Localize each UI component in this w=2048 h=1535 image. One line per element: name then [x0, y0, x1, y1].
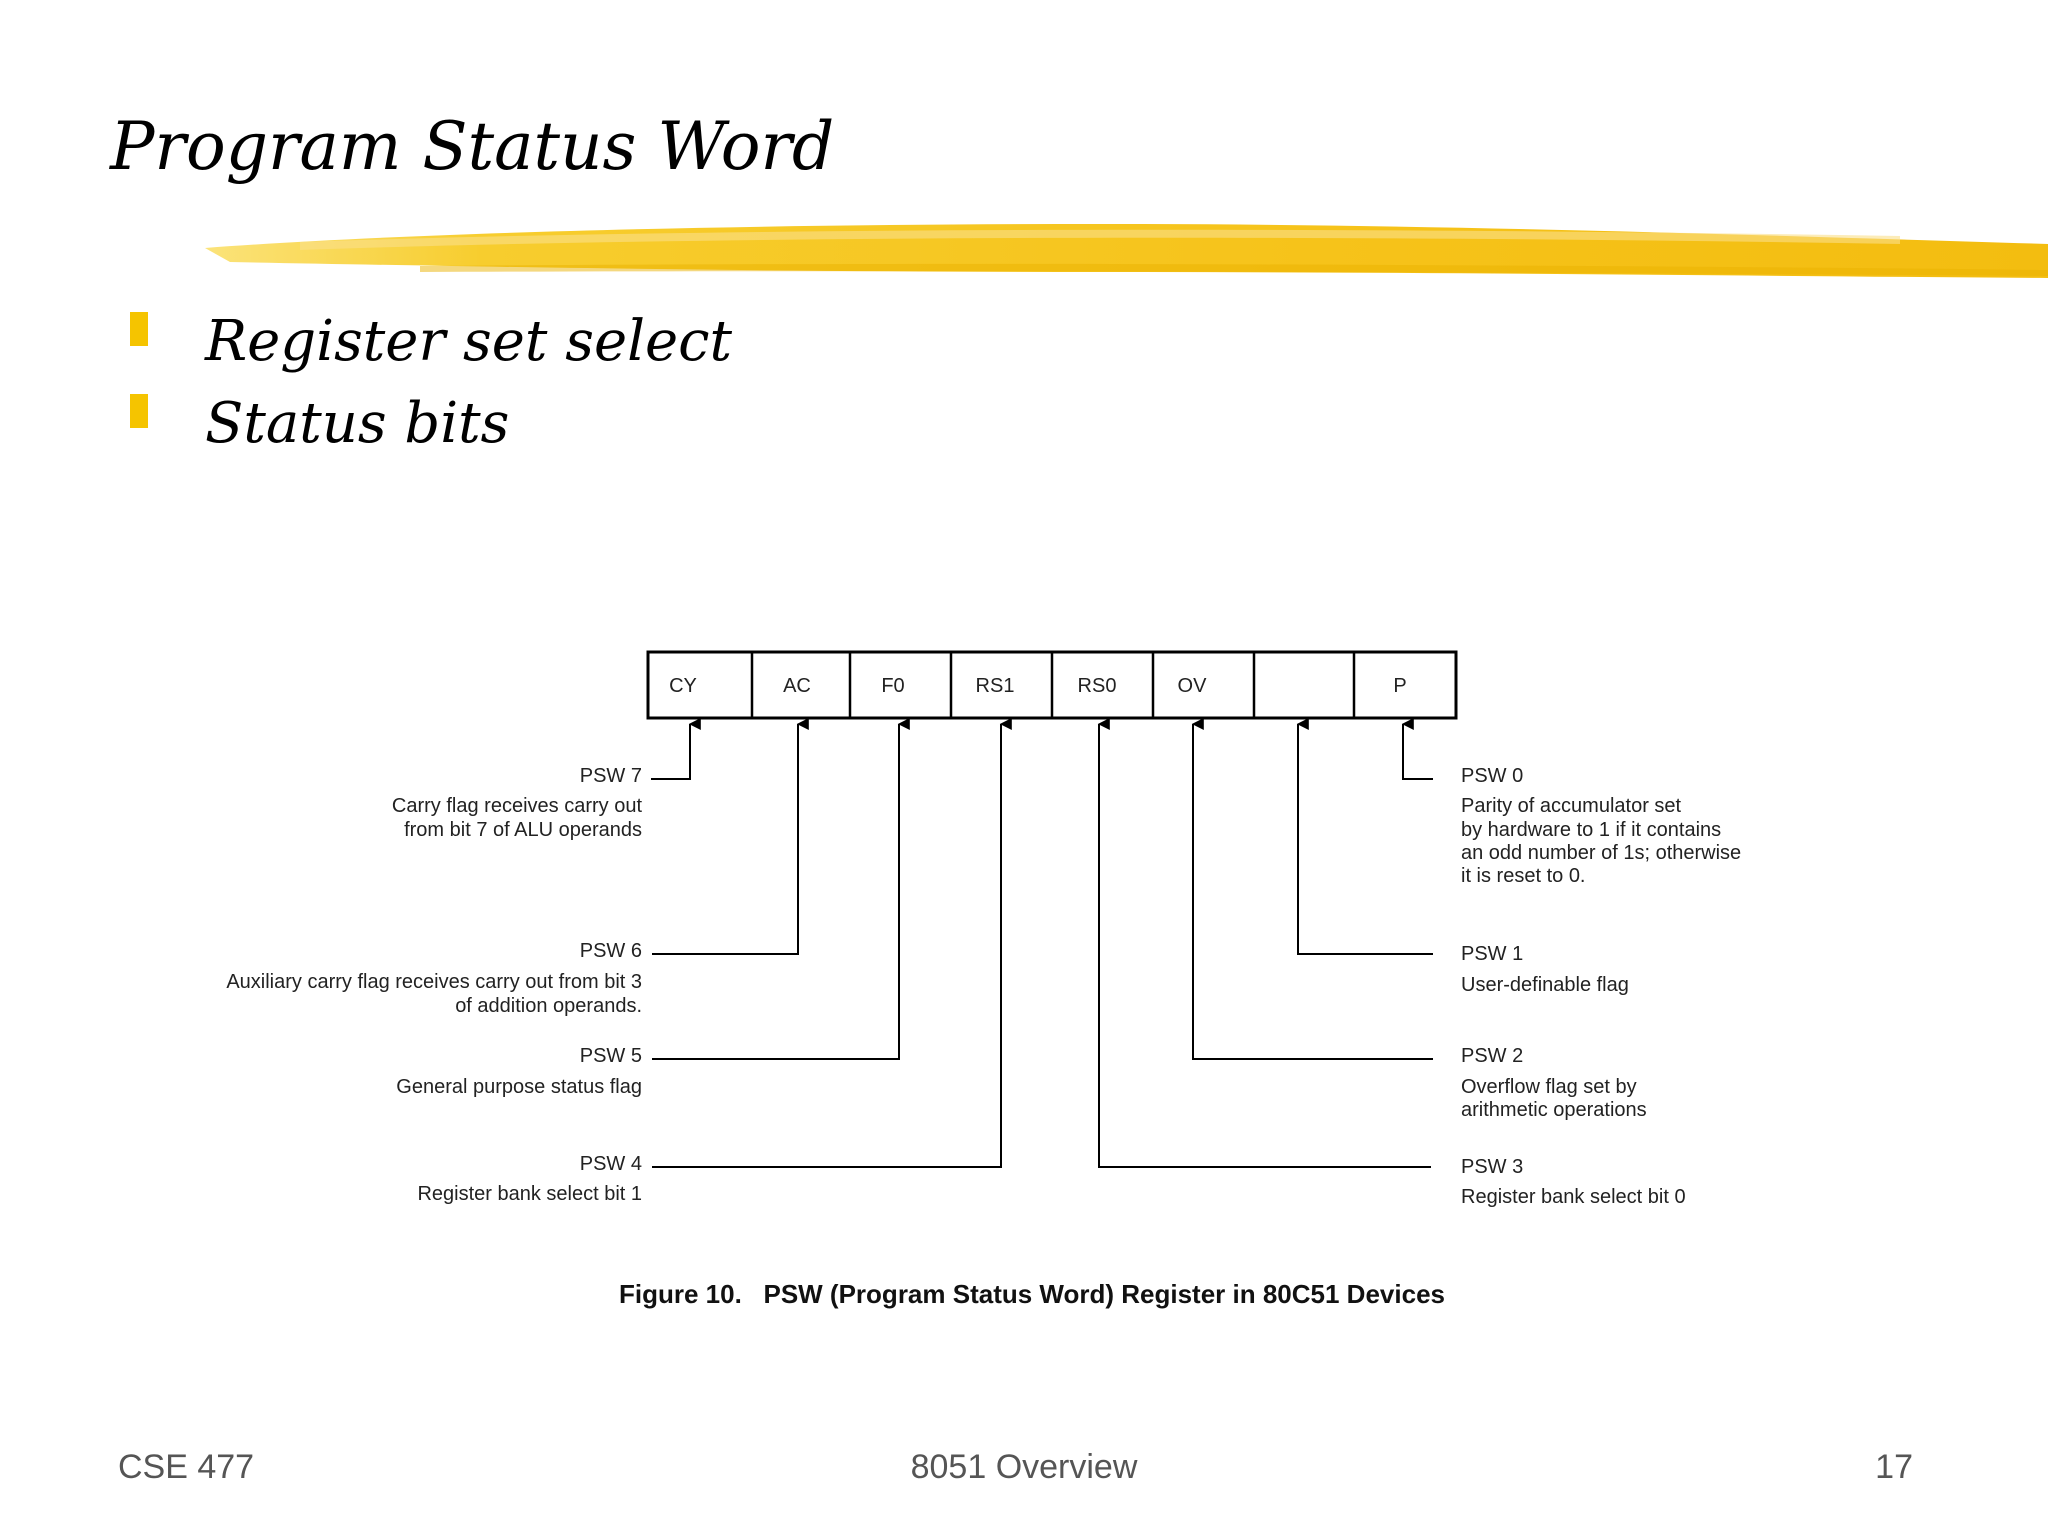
psw4-desc-line: Register bank select bit 1 [417, 1183, 642, 1205]
leader-psw6 [652, 718, 809, 955]
psw6-desc-line: Auxiliary carry flag receives carry out … [226, 971, 642, 993]
psw2-name: PSW 2 [1461, 1045, 1523, 1067]
psw7-name: PSW 7 [580, 765, 642, 787]
bullet-item: Register set select [128, 300, 732, 382]
cell-label-ov: OV [1178, 675, 1208, 697]
psw3-name: PSW 3 [1461, 1156, 1523, 1178]
psw1-desc-line: User-definable flag [1461, 974, 1629, 996]
psw0-desc-line: it is reset to 0. [1461, 865, 1586, 887]
slide-title: Program Status Word [110, 108, 835, 185]
psw5-name: PSW 5 [580, 1045, 642, 1067]
psw4-name: PSW 4 [580, 1153, 642, 1175]
psw6-name: PSW 6 [580, 940, 642, 962]
psw1-name: PSW 1 [1461, 943, 1523, 965]
title-underline-brush [205, 224, 2048, 278]
bullet-text: Register set select [205, 308, 732, 374]
cell-label-f0: F0 [881, 675, 904, 697]
leader-psw4 [652, 718, 1012, 1168]
bullet-square-icon [130, 394, 148, 428]
psw5-desc-line: General purpose status flag [396, 1076, 642, 1098]
psw6-desc-line: of addition operands. [455, 995, 642, 1017]
psw3-desc-line: Register bank select bit 0 [1461, 1186, 1686, 1208]
cell-label-ac: AC [783, 675, 811, 697]
bullet-item: Status bits [128, 382, 732, 464]
footer-course: CSE 477 [118, 1448, 255, 1486]
leader-psw7 [651, 718, 701, 780]
leader-psw3 [1097, 718, 1431, 1168]
psw0-desc-line: by hardware to 1 if it contains [1461, 819, 1721, 841]
psw0-desc-line: Parity of accumulator set [1461, 795, 1682, 817]
cell-label-p: P [1393, 675, 1406, 697]
psw2-desc-line: Overflow flag set by [1461, 1076, 1637, 1098]
cell-label-rs0: RS0 [1078, 675, 1117, 697]
leader-psw2 [1191, 718, 1433, 1060]
bullet-text: Status bits [205, 390, 510, 456]
psw7-desc-line: from bit 7 of ALU operands [404, 819, 642, 841]
psw2-desc-line: arithmetic operations [1461, 1099, 1647, 1121]
figure-caption: Figure 10. PSW (Program Status Word) Reg… [619, 1279, 1445, 1309]
psw0-desc-line: an odd number of 1s; otherwise [1461, 842, 1741, 864]
bullet-list: Register set select Status bits [128, 300, 732, 464]
cell-label-rs1: RS1 [976, 675, 1015, 697]
bullet-square-icon [130, 312, 148, 346]
psw7-desc-line: Carry flag receives carry out [392, 795, 643, 817]
leader-psw1 [1296, 718, 1433, 955]
leader-psw5 [652, 718, 910, 1060]
footer-topic: 8051 Overview [910, 1448, 1138, 1486]
leader-psw0 [1401, 718, 1433, 780]
psw0-name: PSW 0 [1461, 765, 1523, 787]
footer-page-number: 17 [1875, 1448, 1913, 1486]
cell-label-cy: CY [669, 675, 697, 697]
